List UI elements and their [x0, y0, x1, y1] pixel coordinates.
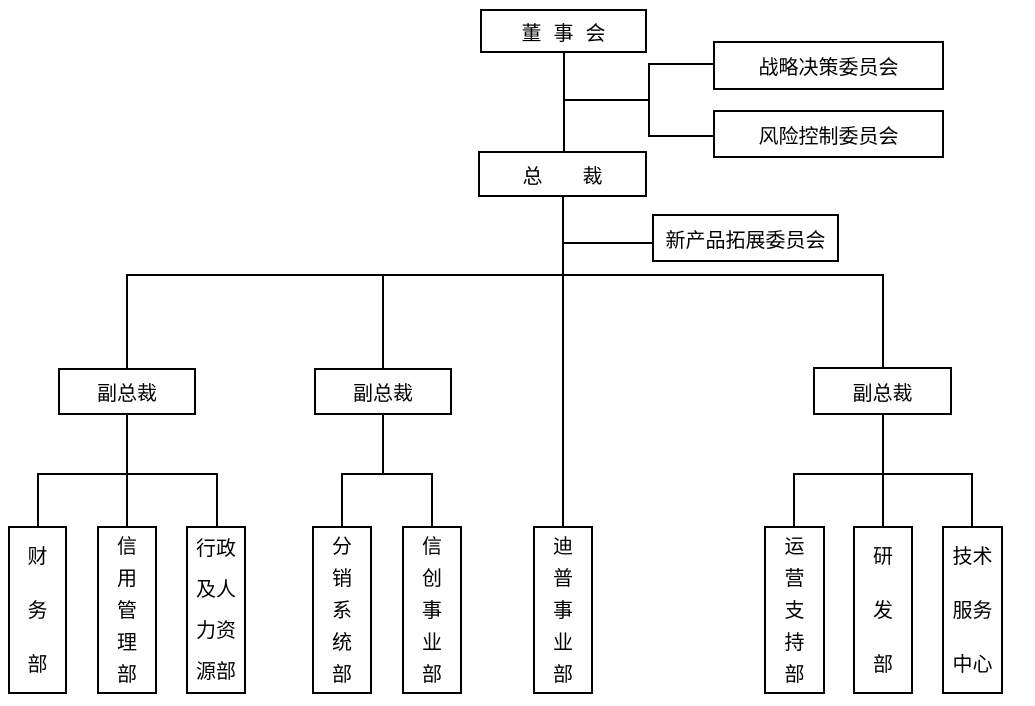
node-dept-operations-support: 运 营 支 持 部 — [764, 526, 825, 694]
node-dept-xinchuang-business: 信 创 事 业 部 — [402, 526, 462, 694]
node-vice-president-2: 副总裁 — [314, 368, 452, 415]
connector-line — [793, 473, 973, 475]
dept-label: 技术 服务 中心 — [952, 544, 993, 676]
dept-label: 财 务 部 — [27, 544, 48, 676]
connector-line — [648, 135, 713, 137]
connector-line — [341, 473, 343, 526]
dept-label: 行政 及人 力资 源部 — [196, 536, 236, 683]
node-dept-credit-management: 信 用 管 理 部 — [97, 526, 157, 694]
connector-line — [562, 242, 652, 244]
node-board-of-directors: 董事会 — [480, 9, 647, 53]
connector-line — [382, 415, 384, 475]
connector-line — [563, 99, 650, 101]
connector-line — [126, 274, 884, 276]
connector-line — [882, 274, 884, 367]
dept-label: 研 发 部 — [873, 544, 893, 676]
connector-line — [37, 473, 218, 475]
connector-line — [126, 274, 128, 368]
connector-line — [882, 415, 884, 526]
connector-line — [37, 473, 39, 526]
node-vice-president-1: 副总裁 — [58, 368, 196, 415]
connector-line — [648, 63, 650, 137]
connector-line — [648, 63, 713, 65]
connector-line — [341, 473, 433, 475]
connector-line — [971, 473, 973, 526]
node-dept-distribution-system: 分 销 系 统 部 — [312, 526, 372, 694]
node-dept-technical-service-center: 技术 服务 中心 — [942, 526, 1003, 694]
dept-label: 信 用 管 理 部 — [117, 534, 137, 686]
node-strategy-decision-committee: 战略决策委员会 — [713, 41, 944, 90]
node-risk-control-committee: 风险控制委员会 — [713, 110, 944, 158]
node-new-product-committee: 新产品拓展委员会 — [652, 214, 839, 262]
dept-label: 运 营 支 持 部 — [784, 534, 805, 686]
connector-line — [382, 274, 384, 368]
connector-line — [563, 52, 565, 152]
connector-line — [793, 473, 795, 526]
connector-line — [216, 473, 218, 526]
dept-label: 分 销 系 统 部 — [332, 534, 352, 686]
node-dept-admin-hr: 行政 及人 力资 源部 — [186, 526, 246, 694]
dept-label: 迪 普 事 业 部 — [553, 534, 573, 686]
node-president: 总裁 — [478, 151, 647, 197]
connector-line — [431, 473, 433, 526]
connector-line — [562, 196, 564, 526]
dept-label: 信 创 事 业 部 — [422, 534, 442, 686]
connector-line — [126, 415, 128, 526]
node-vice-president-3: 副总裁 — [813, 367, 952, 415]
node-dept-finance: 财 务 部 — [8, 526, 67, 694]
node-dept-research-development: 研 发 部 — [853, 526, 913, 694]
node-dept-dipu-business: 迪 普 事 业 部 — [533, 526, 593, 694]
